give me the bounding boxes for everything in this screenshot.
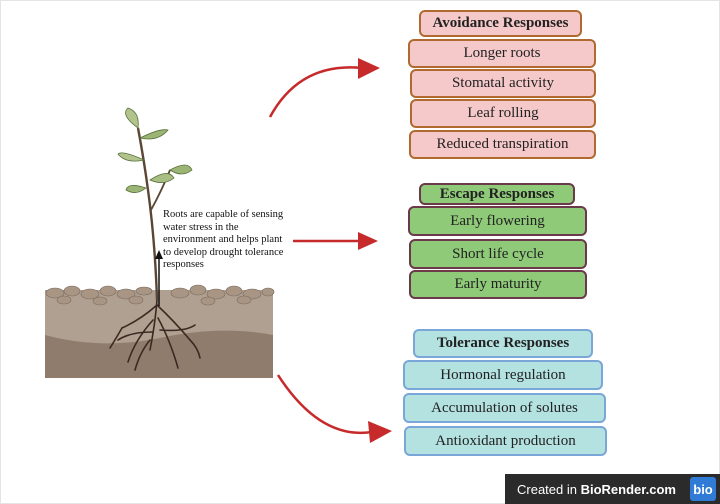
avoidance-item-stomatal-activity: Stomatal activity [410, 69, 596, 98]
biorender-badge[interactable]: Created in BioRender.com bio [505, 474, 720, 504]
tolerance-item-accumulation-of-solutes: Accumulation of solutes [403, 393, 606, 423]
escape-header: Escape Responses [419, 183, 575, 205]
avoidance-item-reduced-transpiration: Reduced transpiration [409, 130, 596, 159]
plant-roots [109, 299, 201, 371]
escape-item-early-flowering: Early flowering [408, 206, 587, 236]
plant-stem [136, 127, 159, 301]
plant-leaves [117, 107, 193, 193]
tolerance-item-antioxidant-production: Antioxidant production [404, 426, 607, 456]
arrow-to-avoidance [268, 66, 363, 118]
soil-pebbles [45, 284, 275, 306]
badge-label: Created in BioRender.com [517, 481, 676, 497]
note-up-arrow [155, 250, 163, 306]
avoidance-item-longer-roots: Longer roots [408, 39, 596, 68]
avoidance-item-leaf-rolling: Leaf rolling [410, 99, 596, 128]
avoidance-header: Avoidance Responses [419, 10, 582, 37]
biorender-logo-icon: bio [690, 477, 716, 501]
tolerance-header: Tolerance Responses [413, 329, 593, 358]
escape-item-short-life-cycle: Short life cycle [409, 239, 587, 269]
escape-item-early-maturity: Early maturity [409, 270, 587, 299]
root-sensing-note: Roots are capable of sensing water stres… [163, 209, 284, 270]
tolerance-item-hormonal-regulation: Hormonal regulation [403, 360, 603, 390]
arrow-to-tolerance [276, 374, 373, 435]
